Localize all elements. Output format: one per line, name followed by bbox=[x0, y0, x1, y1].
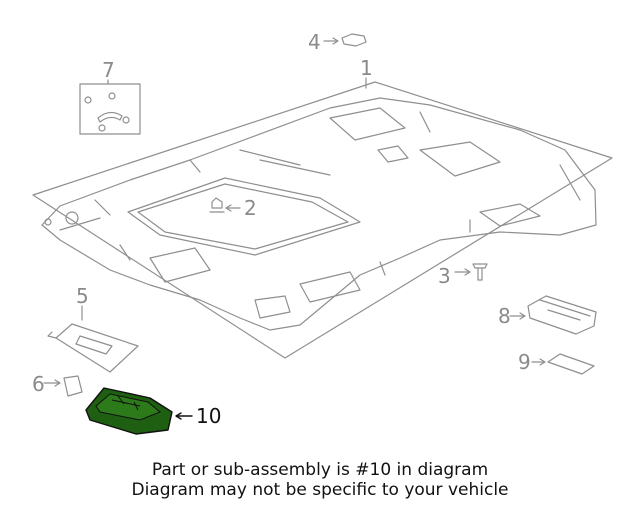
parts-diagram bbox=[32, 33, 613, 435]
callout-6: 6 bbox=[32, 372, 45, 396]
callout-4: 4 bbox=[308, 30, 321, 54]
headliner-panel bbox=[41, 97, 597, 331]
callout-2: 2 bbox=[244, 196, 257, 220]
banner-line-1: Part or sub-assembly is #10 in diagram bbox=[151, 460, 489, 480]
part-5-sun-visor bbox=[55, 323, 139, 373]
part-10-console bbox=[85, 387, 173, 435]
callout-1: 1 bbox=[360, 56, 373, 80]
callout-8: 8 bbox=[498, 304, 511, 328]
part-7-kit bbox=[79, 83, 141, 135]
sunroof-opening bbox=[127, 177, 361, 256]
callout-5: 5 bbox=[76, 284, 89, 308]
part-8-light bbox=[527, 295, 597, 335]
info-banner: Part or sub-assembly is #10 in diagram D… bbox=[15, 458, 625, 502]
part-9-lens bbox=[547, 353, 595, 375]
callout-10: 10 bbox=[196, 404, 222, 428]
part-2-clip bbox=[209, 197, 225, 213]
part-4-clip bbox=[341, 33, 367, 47]
banner-line-2: Diagram may not be specific to your vehi… bbox=[131, 480, 509, 500]
part-3-pin bbox=[472, 263, 488, 281]
callout-9: 9 bbox=[518, 350, 531, 374]
headliner-outline bbox=[32, 81, 613, 359]
callout-3: 3 bbox=[438, 264, 451, 288]
callout-7: 7 bbox=[102, 58, 115, 82]
part-6-clip bbox=[63, 375, 83, 397]
